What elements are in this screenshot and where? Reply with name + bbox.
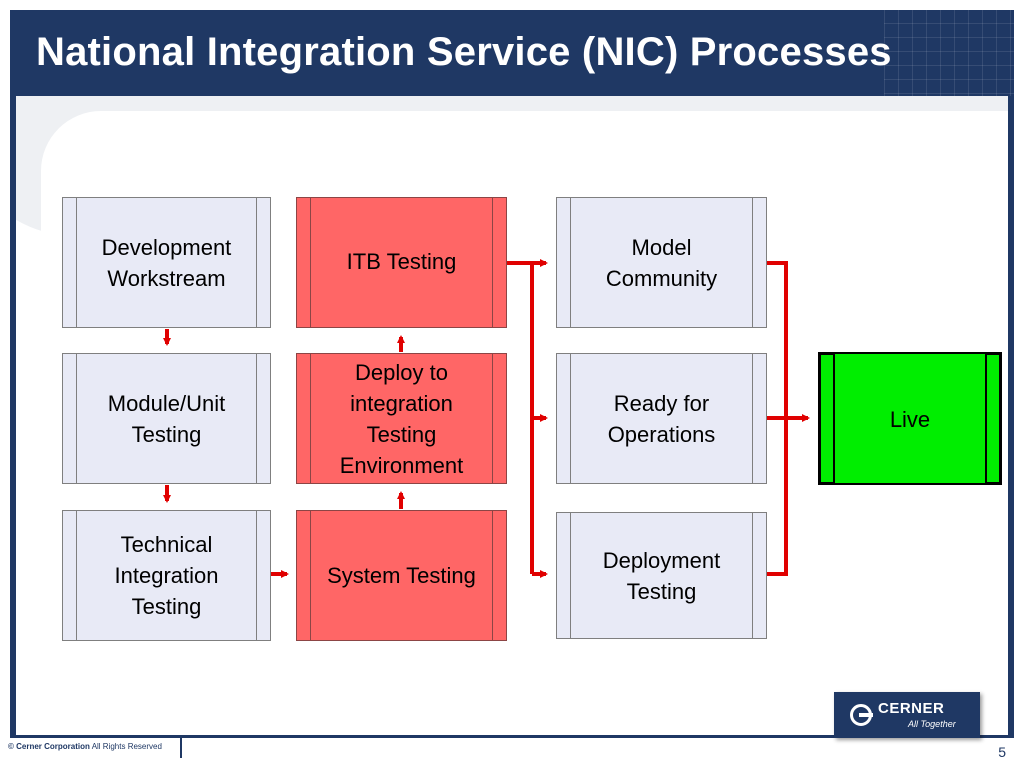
cerner-logo: CERNER All Together (834, 692, 980, 738)
node-development-workstream: Development Workstream (62, 197, 271, 328)
node-label: Deployment Testing (602, 547, 721, 604)
node-label: Deploy to integration Testing Environmen… (339, 359, 464, 478)
node-label: Module/Unit Testing (107, 391, 226, 447)
node-technical-integration-testing: Technical Integration Testing (62, 510, 271, 641)
footer-divider (180, 736, 182, 758)
node-system-testing: System Testing (296, 510, 507, 641)
node-model-community: Model Community (556, 197, 767, 328)
slide-title: National Integration Service (NIC) Proce… (36, 30, 892, 74)
node-itb-testing: ITB Testing (296, 197, 507, 328)
logo-brand: CERNER (878, 700, 945, 717)
node-deployment-testing: Deployment Testing (556, 512, 767, 639)
page-number: 5 (998, 744, 1006, 760)
cerner-mark-icon (850, 704, 873, 726)
title-bar: National Integration Service (NIC) Proce… (10, 10, 1014, 96)
node-module-unit-testing: Module/Unit Testing (62, 353, 271, 484)
node-label: ITB Testing (346, 249, 457, 274)
node-label: Development Workstream (101, 235, 232, 291)
rights-text: All Rights Reserved (91, 742, 162, 751)
node-deploy-integration-environment: Deploy to integration Testing Environmen… (296, 353, 507, 484)
title-grid-decoration (884, 10, 1014, 96)
node-label: System Testing (327, 563, 476, 588)
node-ready-for-operations: Ready for Operations (556, 353, 767, 484)
node-label: Model Community (605, 235, 718, 291)
copyright-holder: © Cerner Corporation (8, 742, 90, 751)
node-label: Live (889, 407, 931, 432)
node-label: Ready for Operations (607, 390, 716, 447)
logo-tagline: All Together (908, 719, 956, 729)
footer-copyright: © Cerner Corporation All Rights Reserved (8, 742, 162, 751)
node-live: Live (818, 352, 1002, 485)
node-label: Technical Integration Testing (114, 532, 219, 619)
